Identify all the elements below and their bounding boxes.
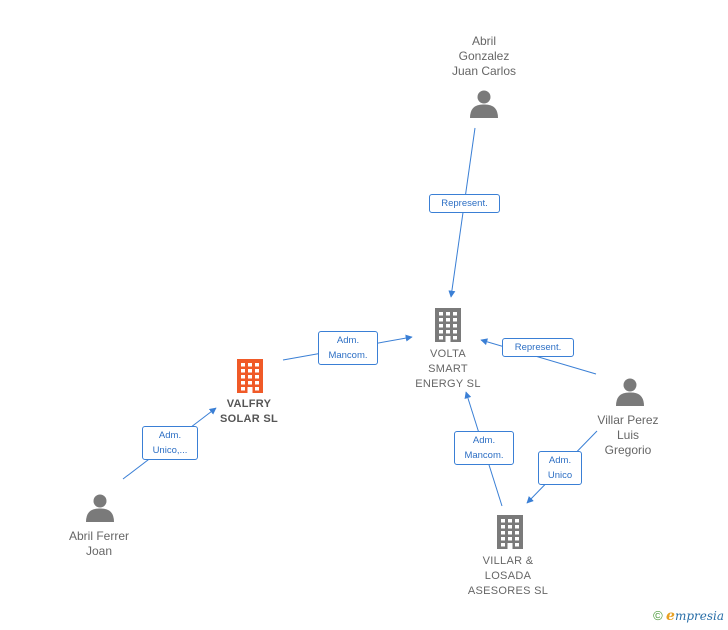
building-icon-valfry[interactable]	[237, 359, 263, 393]
label-line: VILLAR &	[482, 555, 534, 567]
edge-label-line: Adm.	[158, 430, 182, 441]
label-line: Gonzalez	[458, 49, 510, 63]
label-line: Gregorio	[604, 443, 652, 457]
label-line: VALFRY	[226, 398, 272, 410]
edge-label-line: Mancom.	[328, 350, 368, 361]
node-label-villar-perez[interactable]: Villar Perez Luis Gregorio	[576, 413, 680, 458]
label-line: Juan Carlos	[451, 64, 517, 78]
label-line: LOSADA	[484, 570, 532, 582]
node-label-volta[interactable]: VOLTA SMART ENERGY SL	[396, 347, 500, 392]
building-icon-villar-losada[interactable]	[497, 515, 523, 549]
edge-label-represent[interactable]: Represent.	[429, 194, 500, 213]
label-line: ENERGY SL	[415, 378, 481, 390]
label-line: Luis	[616, 428, 639, 442]
person-icon-villar-perez[interactable]	[616, 378, 644, 407]
edge-label-line: Unico	[547, 470, 573, 481]
edge-label-line: Adm.	[336, 335, 360, 346]
edge-label-represent[interactable]: Represent.	[502, 338, 574, 357]
building-icon-volta[interactable]	[435, 308, 461, 342]
edge-label-line: Unico,...	[152, 445, 188, 456]
label-line: ASESORES SL	[467, 585, 549, 597]
label-line: SMART	[428, 363, 468, 375]
label-line: Abril Ferrer	[68, 529, 129, 543]
node-label-abril-gonzalez[interactable]: Abril Gonzalez Juan Carlos	[432, 34, 536, 79]
node-label-abril-ferrer[interactable]: Abril Ferrer Joan	[47, 529, 151, 559]
footer-brand: © empresia	[653, 608, 724, 624]
edge-label-adm-mancom[interactable]: Adm. Mancom.	[318, 331, 378, 365]
node-label-valfry[interactable]: VALFRY SOLAR SL	[197, 397, 301, 427]
edge-label-line: Represent.	[514, 342, 562, 353]
edge-label-line: Mancom.	[464, 450, 504, 461]
brand-name: mpresia	[674, 609, 724, 623]
edge-label-line: Represent.	[441, 198, 488, 209]
copyright-symbol: ©	[653, 608, 663, 623]
brand-initial: e	[666, 608, 675, 624]
label-line: Joan	[85, 544, 113, 558]
label-line: Abril	[471, 34, 496, 48]
label-line: SOLAR SL	[219, 413, 278, 425]
edge-label-adm-unico[interactable]: Adm. Unico	[538, 451, 582, 485]
label-line: VOLTA	[430, 348, 466, 360]
label-line: Villar Perez	[597, 413, 659, 427]
edge-label-line: Adm.	[472, 435, 496, 446]
node-label-villar-losada[interactable]: VILLAR & LOSADA ASESORES SL	[456, 554, 560, 599]
edge-line-e3	[480, 338, 597, 375]
person-icon-abril-gonzalez[interactable]	[470, 90, 498, 119]
edge-label-line: Adm.	[548, 455, 572, 466]
person-icon-abril-ferrer[interactable]	[86, 494, 114, 523]
edge-label-adm-unico[interactable]: Adm. Unico,...	[142, 426, 198, 460]
edge-label-adm-mancom[interactable]: Adm. Mancom.	[454, 431, 514, 465]
